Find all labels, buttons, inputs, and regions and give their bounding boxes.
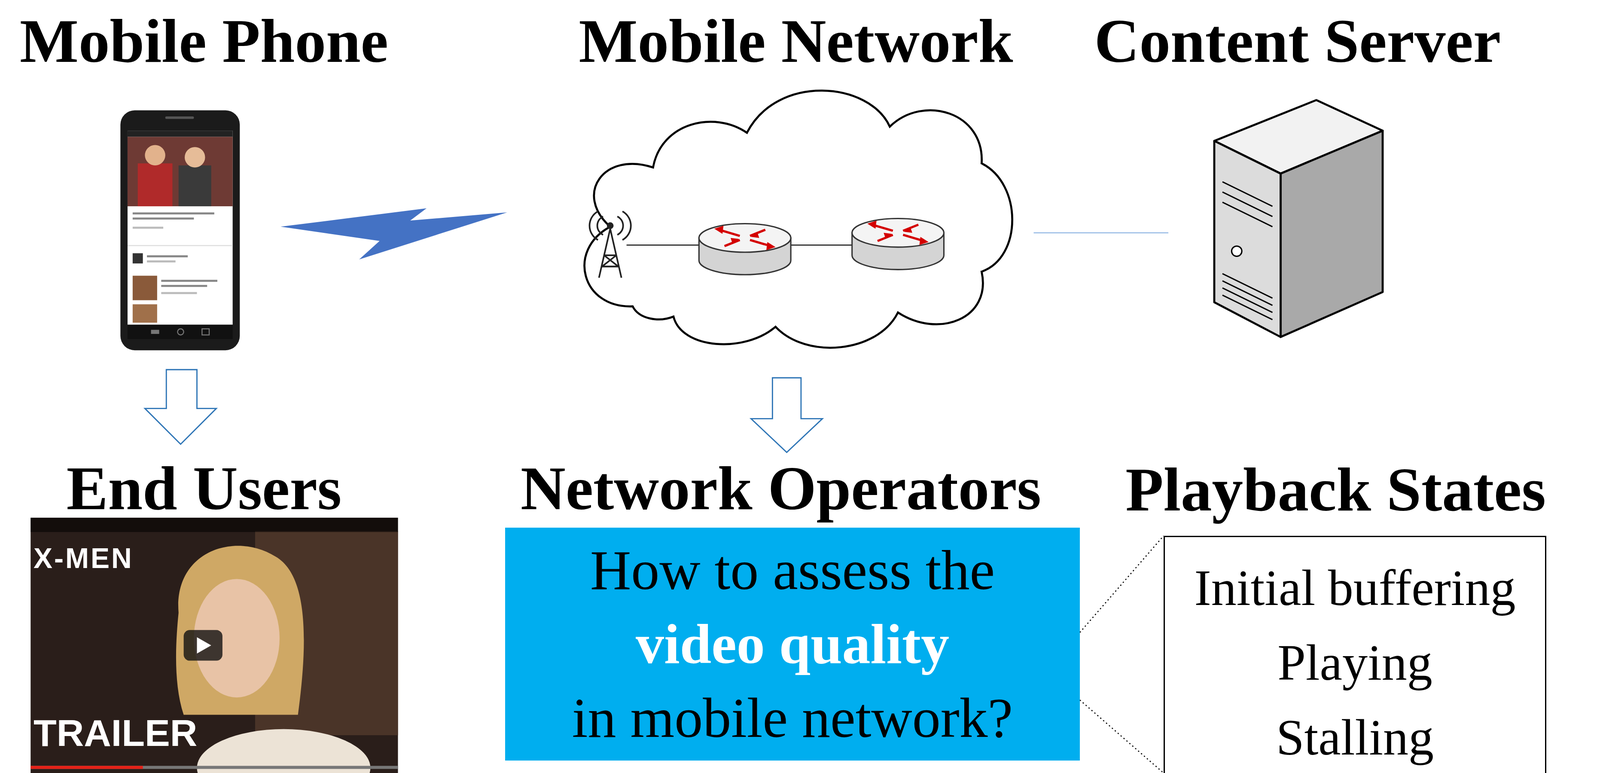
network-link: [790, 244, 853, 246]
progress-bar: [30, 765, 398, 769]
node-text: Playing: [1164, 625, 1546, 701]
phone-nav-bar: [127, 324, 233, 339]
phone-text-line: [132, 226, 164, 229]
router-icon: [852, 218, 945, 270]
phone-nav-icon: [177, 328, 184, 335]
section-heading: Content Server: [1094, 5, 1501, 77]
video-frame: [30, 517, 398, 773]
video-hair: [176, 545, 305, 715]
node-text: Initial buffering: [1164, 550, 1546, 626]
section-heading: Mobile Network: [579, 5, 1014, 77]
phone-thumb: [132, 252, 144, 264]
network-link: [626, 244, 700, 246]
question-box: Network OperatorsHow to assess thevideo …: [505, 527, 1080, 761]
phone-body: [120, 110, 240, 351]
section-heading: Mobile Phone: [19, 5, 389, 77]
server-icon: [1214, 100, 1383, 337]
dotted-leader: [1079, 699, 1164, 773]
state-box: Playback StatesInitial bufferingPlayingS…: [1163, 535, 1547, 773]
phone-text-line: [132, 212, 215, 215]
node-text: How to assess the: [505, 533, 1080, 607]
poster-text: TRAILER: [33, 710, 198, 755]
phone-text-line: [161, 284, 208, 287]
phone-person: [144, 144, 166, 166]
play-button: [196, 636, 211, 654]
progress-bar: [30, 765, 143, 769]
phone-text-line: [132, 217, 195, 220]
antenna-tower: [589, 211, 631, 278]
router-icon: [698, 223, 791, 275]
node-text: video quality: [505, 606, 1080, 681]
node-heading: Playback States: [1125, 453, 1546, 526]
poster-title: X-MEN: [33, 542, 134, 575]
phone-text-line: [161, 292, 197, 295]
phone-screen: [127, 130, 233, 325]
phone-speaker: [165, 116, 195, 119]
phone-video: [127, 136, 233, 207]
phone-text-line: [146, 260, 176, 263]
play-button: [183, 629, 223, 661]
phone-nav-icon: [151, 329, 160, 335]
phone-person: [184, 146, 206, 168]
phone-person: [137, 163, 173, 207]
phone-divider: [127, 244, 233, 246]
node-heading: Network Operators: [520, 452, 1042, 525]
phone-status-bar: [127, 130, 233, 137]
node-text: in mobile network?: [505, 680, 1080, 755]
wireless-bolt: [280, 208, 507, 260]
server-link: [1033, 232, 1169, 234]
phone-person: [178, 165, 212, 207]
phone-thumb: [132, 275, 158, 301]
section-heading: End Users: [66, 452, 342, 525]
phone-nav-icon: [201, 328, 210, 335]
network-cloud: [584, 90, 1013, 348]
down-arrow: [750, 377, 823, 452]
phone-text-line: [146, 255, 188, 258]
node-text: Stalling: [1164, 700, 1546, 773]
phone-text-line: [161, 279, 218, 282]
phone-thumb: [132, 304, 158, 323]
down-arrow: [144, 369, 217, 444]
dotted-leader: [1079, 535, 1164, 633]
